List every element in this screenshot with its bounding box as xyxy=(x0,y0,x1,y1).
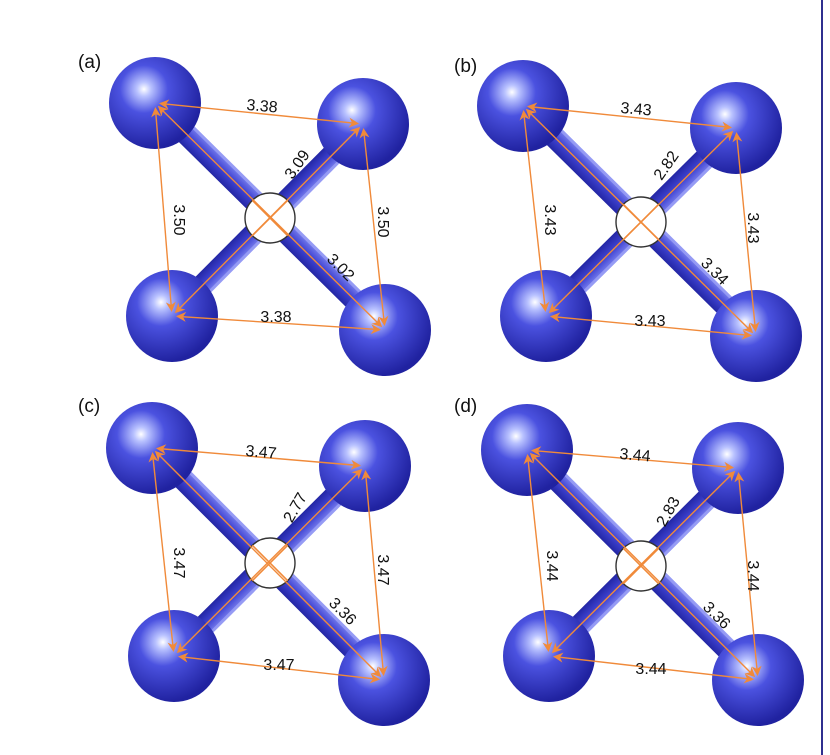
vacancy-site xyxy=(244,537,296,589)
dist-label-top: 3.44 xyxy=(619,446,652,466)
dist-label-left: 3.47 xyxy=(170,547,187,578)
arrow-diag-lower xyxy=(529,452,756,678)
dist-label-bottom: 3.47 xyxy=(263,657,294,674)
dist-label-right: 3.47 xyxy=(374,554,391,585)
arrow-diag-lower xyxy=(525,108,754,334)
dist-label-right: 3.50 xyxy=(374,206,391,237)
dist-label-top: 3.43 xyxy=(620,100,653,120)
dist-label-left: 3.43 xyxy=(541,204,558,235)
vacancy-site xyxy=(615,540,667,592)
dist-label-bottom: 3.38 xyxy=(260,309,291,326)
panel-label: (d) xyxy=(454,396,477,417)
arrow-diag-lower xyxy=(157,105,383,328)
dist-label-top: 3.38 xyxy=(246,97,279,117)
panel-label: (b) xyxy=(454,56,477,77)
dist-label-right: 3.44 xyxy=(744,560,761,591)
arrow-diag-lower xyxy=(154,450,382,678)
dist-label-right: 3.43 xyxy=(744,212,761,243)
dist-label-top: 3.47 xyxy=(245,443,278,463)
right-border-bar xyxy=(821,0,823,755)
dist-label-left: 3.50 xyxy=(170,204,187,235)
dist-label-bottom: 3.44 xyxy=(635,661,666,678)
panel-label: (c) xyxy=(78,396,100,417)
dist-label-bottom: 3.43 xyxy=(634,313,665,330)
panel-label: (a) xyxy=(78,52,101,73)
dist-label-left: 3.44 xyxy=(543,550,560,581)
